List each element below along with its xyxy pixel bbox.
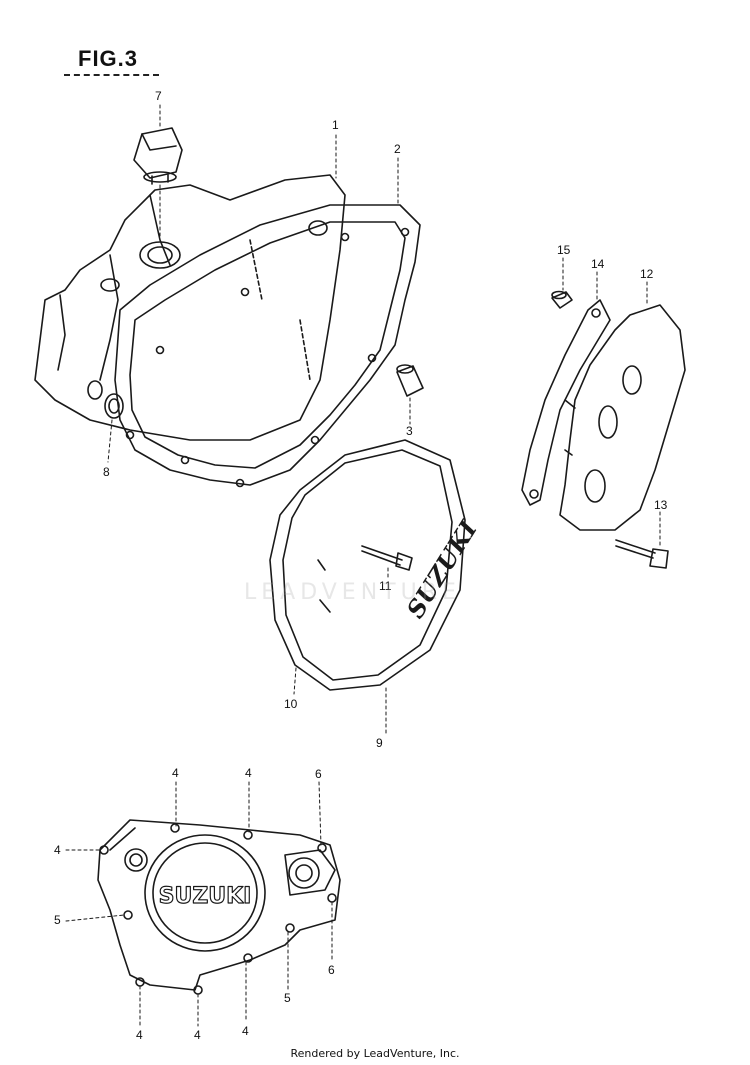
bracket-arm — [521, 299, 611, 506]
callout-15: 15 — [557, 243, 571, 257]
right-crankcase-cover — [34, 174, 346, 441]
clutch-cover — [97, 819, 341, 995]
collar — [551, 290, 573, 309]
leader-lines — [65, 104, 661, 1027]
figure-title-underline — [64, 74, 159, 76]
callout-4-bottom-left: 4 — [136, 1028, 143, 1042]
magneto-cover — [269, 439, 466, 691]
callout-4-bottom-right: 4 — [242, 1024, 249, 1038]
callout-9: 9 — [376, 736, 383, 750]
callout-10: 10 — [284, 697, 298, 711]
magneto-cover-bolt — [361, 545, 413, 571]
callout-14: 14 — [591, 257, 605, 271]
clutch-cover-logo: SUZUKI — [159, 884, 252, 909]
callout-6-bottom: 6 — [328, 963, 335, 977]
callout-5-bottom: 5 — [284, 991, 291, 1005]
callout-4-top-middle: 4 — [245, 766, 252, 780]
callout-1: 1 — [332, 118, 339, 132]
callout-8: 8 — [103, 465, 110, 479]
oil-seal — [104, 393, 124, 419]
callout-2: 2 — [394, 142, 401, 156]
callout-4-top-left: 4 — [172, 766, 179, 780]
callout-4-left: 4 — [54, 843, 61, 857]
callout-7: 7 — [155, 89, 162, 103]
leadventure-watermark: LEADVENTURE — [244, 580, 461, 605]
cover-bracket-plate — [559, 304, 686, 531]
callout-3: 3 — [406, 424, 413, 438]
figure-title: FIG.3 — [78, 46, 139, 71]
dowel-pin — [396, 364, 424, 397]
cover-gasket — [114, 204, 421, 488]
callout-6-top: 6 — [315, 767, 322, 781]
render-credit: Rendered by LeadVenture, Inc. — [290, 1047, 460, 1060]
callout-13: 13 — [654, 498, 668, 512]
callout-4-bottom-middle: 4 — [194, 1028, 201, 1042]
magneto-cover-logo: SUZUKI — [400, 515, 483, 623]
oil-filler-cap — [133, 127, 183, 185]
bracket-bolt — [615, 539, 669, 569]
callout-5-left: 5 — [54, 913, 61, 927]
callout-11: 11 — [379, 579, 392, 593]
callout-12: 12 — [640, 267, 654, 281]
